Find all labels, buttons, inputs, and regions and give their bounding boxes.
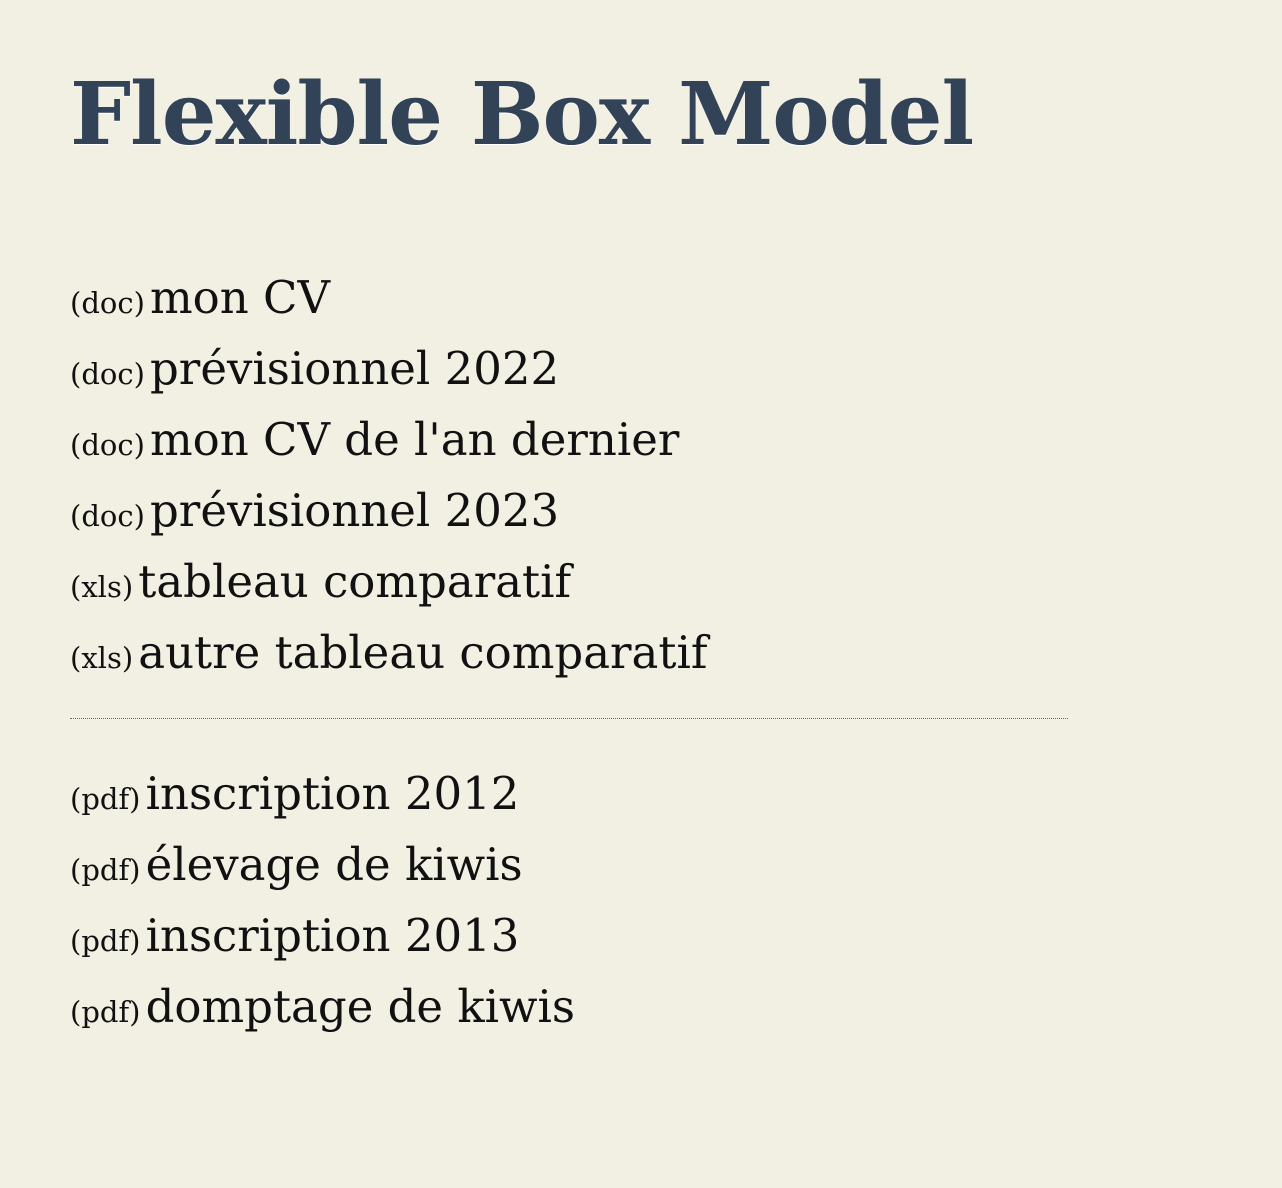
pdf-list: (pdf) inscription 2012 (pdf) élevage de … — [70, 758, 1070, 1042]
file-link[interactable]: tableau comparatif — [138, 555, 572, 608]
file-link[interactable]: mon CV de l'an dernier — [150, 413, 680, 466]
file-type-label: (doc) — [70, 286, 145, 320]
file-type-label: (pdf) — [70, 995, 141, 1029]
file-type-label: (doc) — [70, 357, 145, 391]
file-link[interactable]: inscription 2013 — [145, 909, 520, 962]
list-item: (pdf) inscription 2013 — [70, 900, 1070, 971]
list-item: (doc) mon CV — [70, 262, 1070, 333]
file-link[interactable]: prévisionnel 2023 — [150, 484, 560, 537]
file-link[interactable]: inscription 2012 — [145, 767, 520, 820]
list-item: (xls) autre tableau comparatif — [70, 617, 1070, 688]
file-type-label: (pdf) — [70, 853, 141, 887]
file-type-label: (xls) — [70, 641, 134, 675]
file-link[interactable]: mon CV — [150, 271, 330, 324]
file-type-label: (pdf) — [70, 782, 141, 816]
document-list: (doc) mon CV (doc) prévisionnel 2022 (do… — [70, 262, 1070, 688]
file-link[interactable]: élevage de kiwis — [145, 838, 523, 891]
list-item: (doc) mon CV de l'an dernier — [70, 404, 1070, 475]
file-type-label: (doc) — [70, 499, 145, 533]
list-item: (pdf) inscription 2012 — [70, 758, 1070, 829]
dotted-divider — [70, 718, 1068, 719]
file-link[interactable]: domptage de kiwis — [145, 980, 576, 1033]
file-type-label: (xls) — [70, 570, 134, 604]
list-item: (doc) prévisionnel 2022 — [70, 333, 1070, 404]
list-item: (xls) tableau comparatif — [70, 546, 1070, 617]
page-title: Flexible Box Model — [70, 64, 974, 165]
list-item: (pdf) domptage de kiwis — [70, 971, 1070, 1042]
file-type-label: (pdf) — [70, 924, 141, 958]
file-link[interactable]: autre tableau comparatif — [138, 626, 708, 679]
list-item: (doc) prévisionnel 2023 — [70, 475, 1070, 546]
list-item: (pdf) élevage de kiwis — [70, 829, 1070, 900]
file-link[interactable]: prévisionnel 2022 — [150, 342, 560, 395]
file-type-label: (doc) — [70, 428, 145, 462]
